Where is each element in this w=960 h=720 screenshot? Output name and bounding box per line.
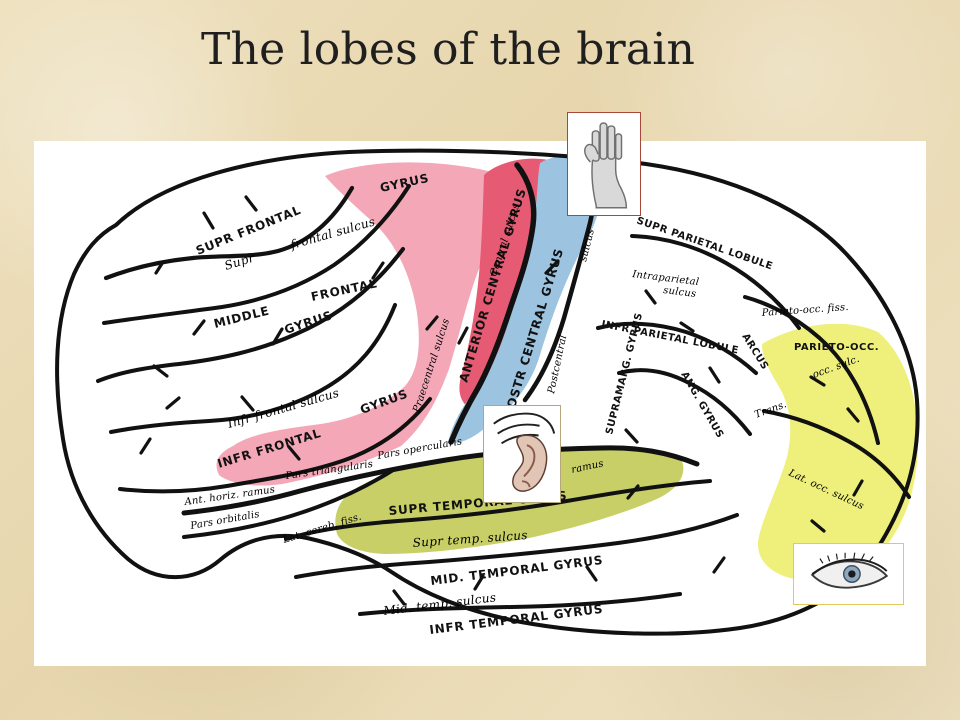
fold-1 bbox=[103, 185, 355, 281]
slide-title: The lobes of the brain bbox=[201, 24, 696, 75]
occipital-fold-2 bbox=[762, 409, 911, 499]
brain-diagram: GYRUS SUPR FRONTAL Supr frontal sulcus M… bbox=[34, 141, 926, 666]
hand-icon bbox=[568, 113, 640, 215]
eye-thumbnail bbox=[793, 543, 904, 605]
parietal-fold-1 bbox=[630, 234, 801, 330]
brain-diagram-panel: GYRUS SUPR FRONTAL Supr frontal sulcus M… bbox=[34, 141, 926, 666]
temporal-fold-1 bbox=[284, 479, 712, 541]
parietal-fold-3 bbox=[617, 368, 752, 436]
frontal-pink-region bbox=[216, 162, 508, 486]
hand-thumbnail bbox=[567, 112, 641, 216]
label-intraparietal-sulcus: sulcus bbox=[663, 285, 697, 300]
temporal-fold-2 bbox=[294, 513, 739, 579]
label-parieto-occ: PARIETO-OCC. bbox=[794, 342, 879, 353]
occipital-yellow-region bbox=[757, 323, 918, 582]
fold-6 bbox=[182, 468, 395, 539]
fold-3 bbox=[96, 247, 405, 383]
fold-4 bbox=[109, 303, 397, 434]
lateral-fissure bbox=[181, 445, 700, 516]
ear-thumbnail bbox=[483, 405, 561, 503]
fold-2 bbox=[102, 184, 411, 325]
eye-icon bbox=[794, 544, 903, 604]
parietal-fold-2 bbox=[596, 321, 758, 375]
parietal-blue-region bbox=[448, 155, 602, 444]
small-sulci bbox=[139, 195, 864, 606]
fold-5 bbox=[118, 397, 432, 494]
temporal-fold-3 bbox=[358, 592, 682, 616]
central-sulcus-line bbox=[448, 162, 537, 445]
occipital-fold-1 bbox=[743, 295, 880, 445]
ear-icon bbox=[484, 406, 560, 502]
